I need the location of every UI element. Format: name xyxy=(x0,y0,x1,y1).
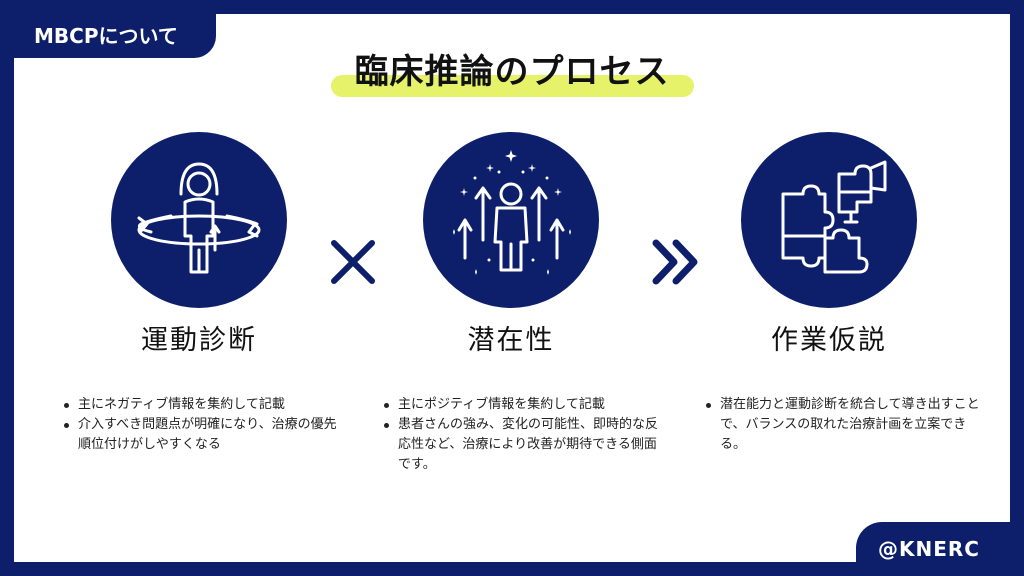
working-hypothesis-circle xyxy=(741,132,917,308)
puzzle-pieces-icon xyxy=(781,160,887,274)
title-area: 臨床推論のプロセス xyxy=(0,44,1024,97)
potential-bullets: 主にポジティブ情報を集約して記載 患者さんの強み、変化の可能性、即時的な反応性な… xyxy=(384,395,659,475)
step-label-potential: 潜在性 xyxy=(467,325,555,356)
list-item: 潜在能力と運動診断を統合して導き出すことで、バランスの取れた治療計画を立案できる… xyxy=(706,395,986,455)
potential-circle xyxy=(423,132,599,308)
page-title: 臨床推論のプロセス xyxy=(330,44,694,97)
motion-diagnosis-circle xyxy=(111,132,287,308)
step-label-motion-diagnosis: 運動診断 xyxy=(141,325,257,356)
working-hypothesis-bullets: 潜在能力と運動診断を統合して導き出すことで、バランスの取れた治療計画を立案できる… xyxy=(706,395,986,455)
title-highlight xyxy=(330,75,694,97)
step-label-working-hypothesis: 作業仮説 xyxy=(771,325,887,356)
person-arrows-sparkle-icon xyxy=(453,150,571,275)
section-tag: MBCPについて xyxy=(14,14,216,58)
list-item: 患者さんの強み、変化の可能性、即時的な反応性など、治療により改善が期待できる側面… xyxy=(384,415,659,475)
list-item: 主にネガティブ情報を集約して記載 xyxy=(64,395,344,415)
page-title-text: 臨床推論のプロセス xyxy=(354,52,670,92)
brand-badge: @KNERC xyxy=(856,522,1024,576)
person-hula-hoop-icon xyxy=(137,162,261,274)
motion-diagnosis-bullets: 主にネガティブ情報を集約して記載 介入すべき問題点が明確になり、治療の優先順位付… xyxy=(64,395,344,455)
list-item: 主にポジティブ情報を集約して記載 xyxy=(384,395,659,415)
multiply-icon xyxy=(331,240,375,284)
list-item: 介入すべき問題点が明確になり、治療の優先順位付けがしやすくなる xyxy=(64,415,344,455)
double-chevron-right-icon xyxy=(652,239,698,285)
